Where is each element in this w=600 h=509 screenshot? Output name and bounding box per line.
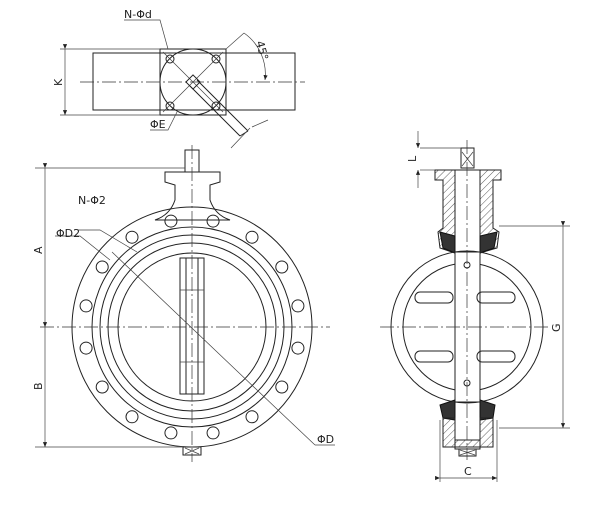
bolt-hole bbox=[275, 260, 289, 274]
bolt-hole bbox=[206, 214, 220, 228]
bolt-hole bbox=[245, 410, 259, 424]
label-phi-d: ΦD bbox=[317, 433, 334, 446]
label-k: K bbox=[52, 78, 65, 86]
bolt-hole bbox=[95, 260, 109, 274]
bolt-hole bbox=[164, 426, 178, 440]
label-l: L bbox=[406, 155, 419, 162]
label-phi-e: ΦE bbox=[150, 118, 166, 131]
label-phi-d2: ΦD2 bbox=[56, 227, 80, 240]
label-g: G bbox=[550, 323, 563, 332]
label-n-phi-2: N-Φ2 bbox=[78, 194, 106, 207]
bolt-hole bbox=[275, 380, 289, 394]
bolt-hole bbox=[291, 341, 305, 355]
bolt-hole bbox=[206, 426, 220, 440]
bolt-hole bbox=[164, 214, 178, 228]
bolt-hole bbox=[79, 341, 93, 355]
top-view bbox=[60, 19, 305, 149]
bolt-hole bbox=[95, 380, 109, 394]
bolt-hole bbox=[245, 230, 259, 244]
bolt-hole bbox=[125, 410, 139, 424]
bolt-hole bbox=[291, 299, 305, 313]
front-view bbox=[35, 145, 335, 462]
label-c: C bbox=[464, 465, 472, 478]
bolt-hole bbox=[79, 299, 93, 313]
bolt-hole bbox=[125, 230, 139, 244]
label-angle: 45° bbox=[253, 39, 271, 61]
side-view bbox=[380, 131, 570, 482]
label-b: B bbox=[32, 382, 45, 390]
label-a: A bbox=[32, 246, 45, 254]
label-n-phi-d: N-Φd bbox=[124, 8, 152, 21]
